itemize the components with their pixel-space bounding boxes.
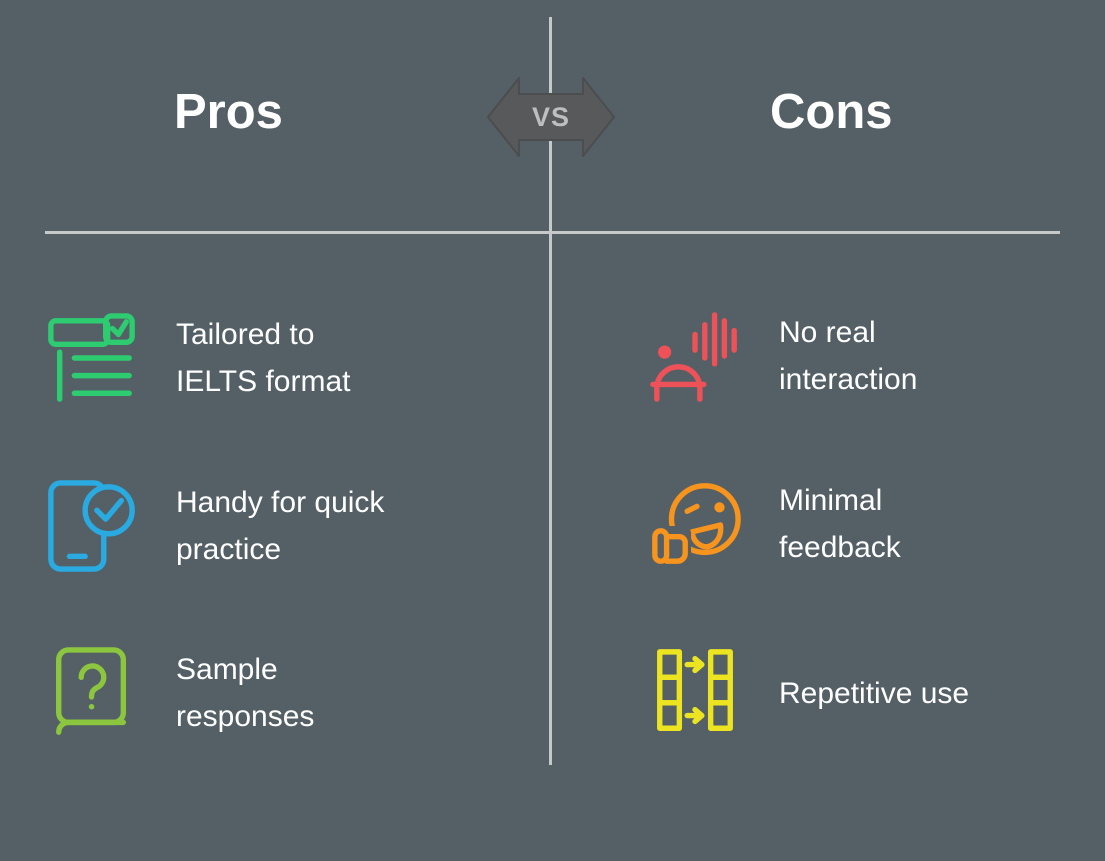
cons-item-2: Minimal feedback [648,472,901,576]
pros-item-3: Sample responses [45,641,314,745]
phone-check-icon [45,474,139,578]
cons-item-text: Repetitive use [779,676,970,710]
book-question-icon [45,641,139,745]
horizontal-divider [45,231,1060,234]
smiley-thumbs-up-icon [648,472,742,576]
survey-checklist-icon [45,306,139,410]
vertical-divider [549,17,552,765]
pros-item-2: Handy for quick practice [45,474,384,578]
cons-item-1: No real interaction [648,304,917,408]
pros-heading: Pros [174,85,283,139]
double-arrow-icon [487,77,615,157]
cons-item-text: No real interaction [779,316,918,396]
vs-badge: VS [487,68,615,166]
repeat-columns-icon [648,641,742,745]
robot-voice-icon [648,304,742,408]
pros-item-text: Tailored to IELTS format [176,318,351,398]
vs-label: VS [531,101,571,132]
cons-heading: Cons [770,85,893,139]
cons-item-3: Repetitive use [648,641,969,745]
pros-item-1: Tailored to IELTS format [45,306,351,410]
pros-item-text: Sample responses [176,653,315,733]
cons-item-text: Minimal feedback [779,484,901,564]
pros-item-text: Handy for quick practice [176,486,385,566]
